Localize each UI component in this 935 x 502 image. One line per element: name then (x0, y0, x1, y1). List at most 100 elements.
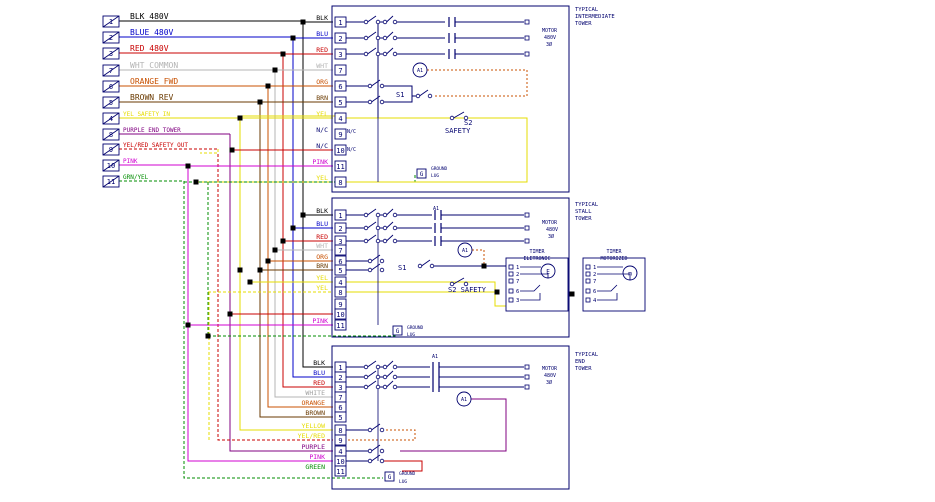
terminal-square (524, 364, 530, 370)
junction-dot (247, 279, 253, 285)
junction-dot (257, 267, 263, 273)
contact-point (392, 364, 398, 370)
terminal-label: BRN (316, 262, 328, 270)
wire (274, 70, 333, 398)
terminal-label: ORANGE (302, 399, 326, 407)
terminal-number: 3 (338, 51, 342, 59)
terminal-label: BLK (313, 359, 325, 367)
label: S1 (398, 264, 406, 272)
contact-point (363, 364, 369, 370)
label: 3Ø (548, 233, 554, 240)
terminal-number: 11 (107, 178, 115, 186)
label: N/C (347, 129, 356, 135)
label: MOTOR (542, 28, 558, 34)
terminal-number: 7 (338, 247, 342, 255)
terminal-slash (102, 80, 120, 93)
contact-point (375, 238, 381, 244)
switch-blade (367, 208, 377, 216)
wire (239, 118, 333, 431)
terminal-box (334, 319, 347, 331)
terminal-square (524, 19, 530, 25)
terminal-square (524, 51, 530, 57)
label: 480V (544, 35, 556, 41)
ground-lug-box (416, 168, 427, 179)
switch-blade (386, 31, 394, 39)
terminal-number: 5 (338, 99, 342, 107)
label: 480V (544, 373, 556, 379)
terminal-number: 4 (338, 448, 342, 456)
timer-pin: 6 (593, 289, 596, 295)
terminal-box (334, 176, 347, 188)
contact-point (363, 212, 369, 218)
wire (346, 429, 416, 441)
terminal-box (334, 128, 347, 140)
contact-point (427, 93, 433, 99)
junction-dot (280, 51, 286, 57)
terminal-box (334, 434, 347, 446)
terminal-number: 8 (109, 131, 113, 139)
timer-wire (597, 273, 631, 280)
terminal-label: BRN (316, 94, 328, 102)
terminal-square (585, 288, 591, 294)
terminal-square (524, 374, 530, 380)
terminal-number: 6 (338, 83, 342, 91)
terminal-square (508, 297, 514, 303)
label: LUG (407, 332, 415, 338)
junction-dot (300, 19, 306, 25)
terminal-number: 3 (109, 50, 113, 58)
label: 3Ø (546, 41, 552, 48)
junction-dot (569, 291, 575, 297)
terminal-number: 1 (338, 19, 342, 27)
timer-pin: 2 (593, 272, 596, 278)
switch-blade (367, 370, 377, 378)
timer-symbol: E (546, 269, 550, 276)
label: S2 SAFETY (448, 286, 487, 294)
terminal-number: 2 (338, 225, 342, 233)
junction-dot (300, 212, 306, 218)
label: A1 (432, 354, 438, 360)
terminal-slash (102, 64, 120, 77)
terminal-number: 9 (338, 437, 342, 445)
terminal-box (334, 308, 347, 320)
label: GROUND (399, 471, 416, 477)
contact-point (375, 35, 381, 41)
wire (390, 85, 418, 97)
contact-point (463, 115, 469, 121)
terminal-label: BLUE 480V (130, 28, 174, 37)
terminal-label: YELLOW (302, 422, 326, 430)
terminal-label: PURPLE (302, 443, 326, 451)
terminal-square (524, 238, 530, 244)
timer-wire (520, 284, 541, 292)
label: LUG (431, 173, 439, 179)
timer-pin: 3 (516, 298, 519, 304)
timer-wire (520, 273, 549, 278)
label: N/C (347, 147, 356, 153)
switch-blade (386, 208, 394, 216)
terminal-box (334, 112, 347, 124)
terminal-label: YEL (316, 110, 328, 118)
junction-dot (290, 225, 296, 231)
terminal-label: WHT (316, 62, 328, 70)
label: TYPICAL (575, 202, 599, 208)
switch-blade (371, 95, 381, 103)
switch-blade (371, 423, 381, 431)
terminal-number: 6 (109, 83, 113, 91)
switch-blade (367, 360, 377, 368)
contact-point (415, 93, 421, 99)
contact-point (392, 384, 398, 390)
switch-blade (367, 234, 377, 242)
terminal-square (585, 264, 591, 270)
terminal-label: RED (313, 379, 325, 387)
wire (229, 134, 333, 452)
wire (400, 398, 507, 452)
contact-point (375, 51, 381, 57)
terminal-label: BROWN REV (130, 93, 174, 102)
junction-dot (237, 115, 243, 121)
tower-box-1 (331, 5, 570, 193)
contact-point (379, 458, 385, 464)
terminal-number: 2 (338, 374, 342, 382)
